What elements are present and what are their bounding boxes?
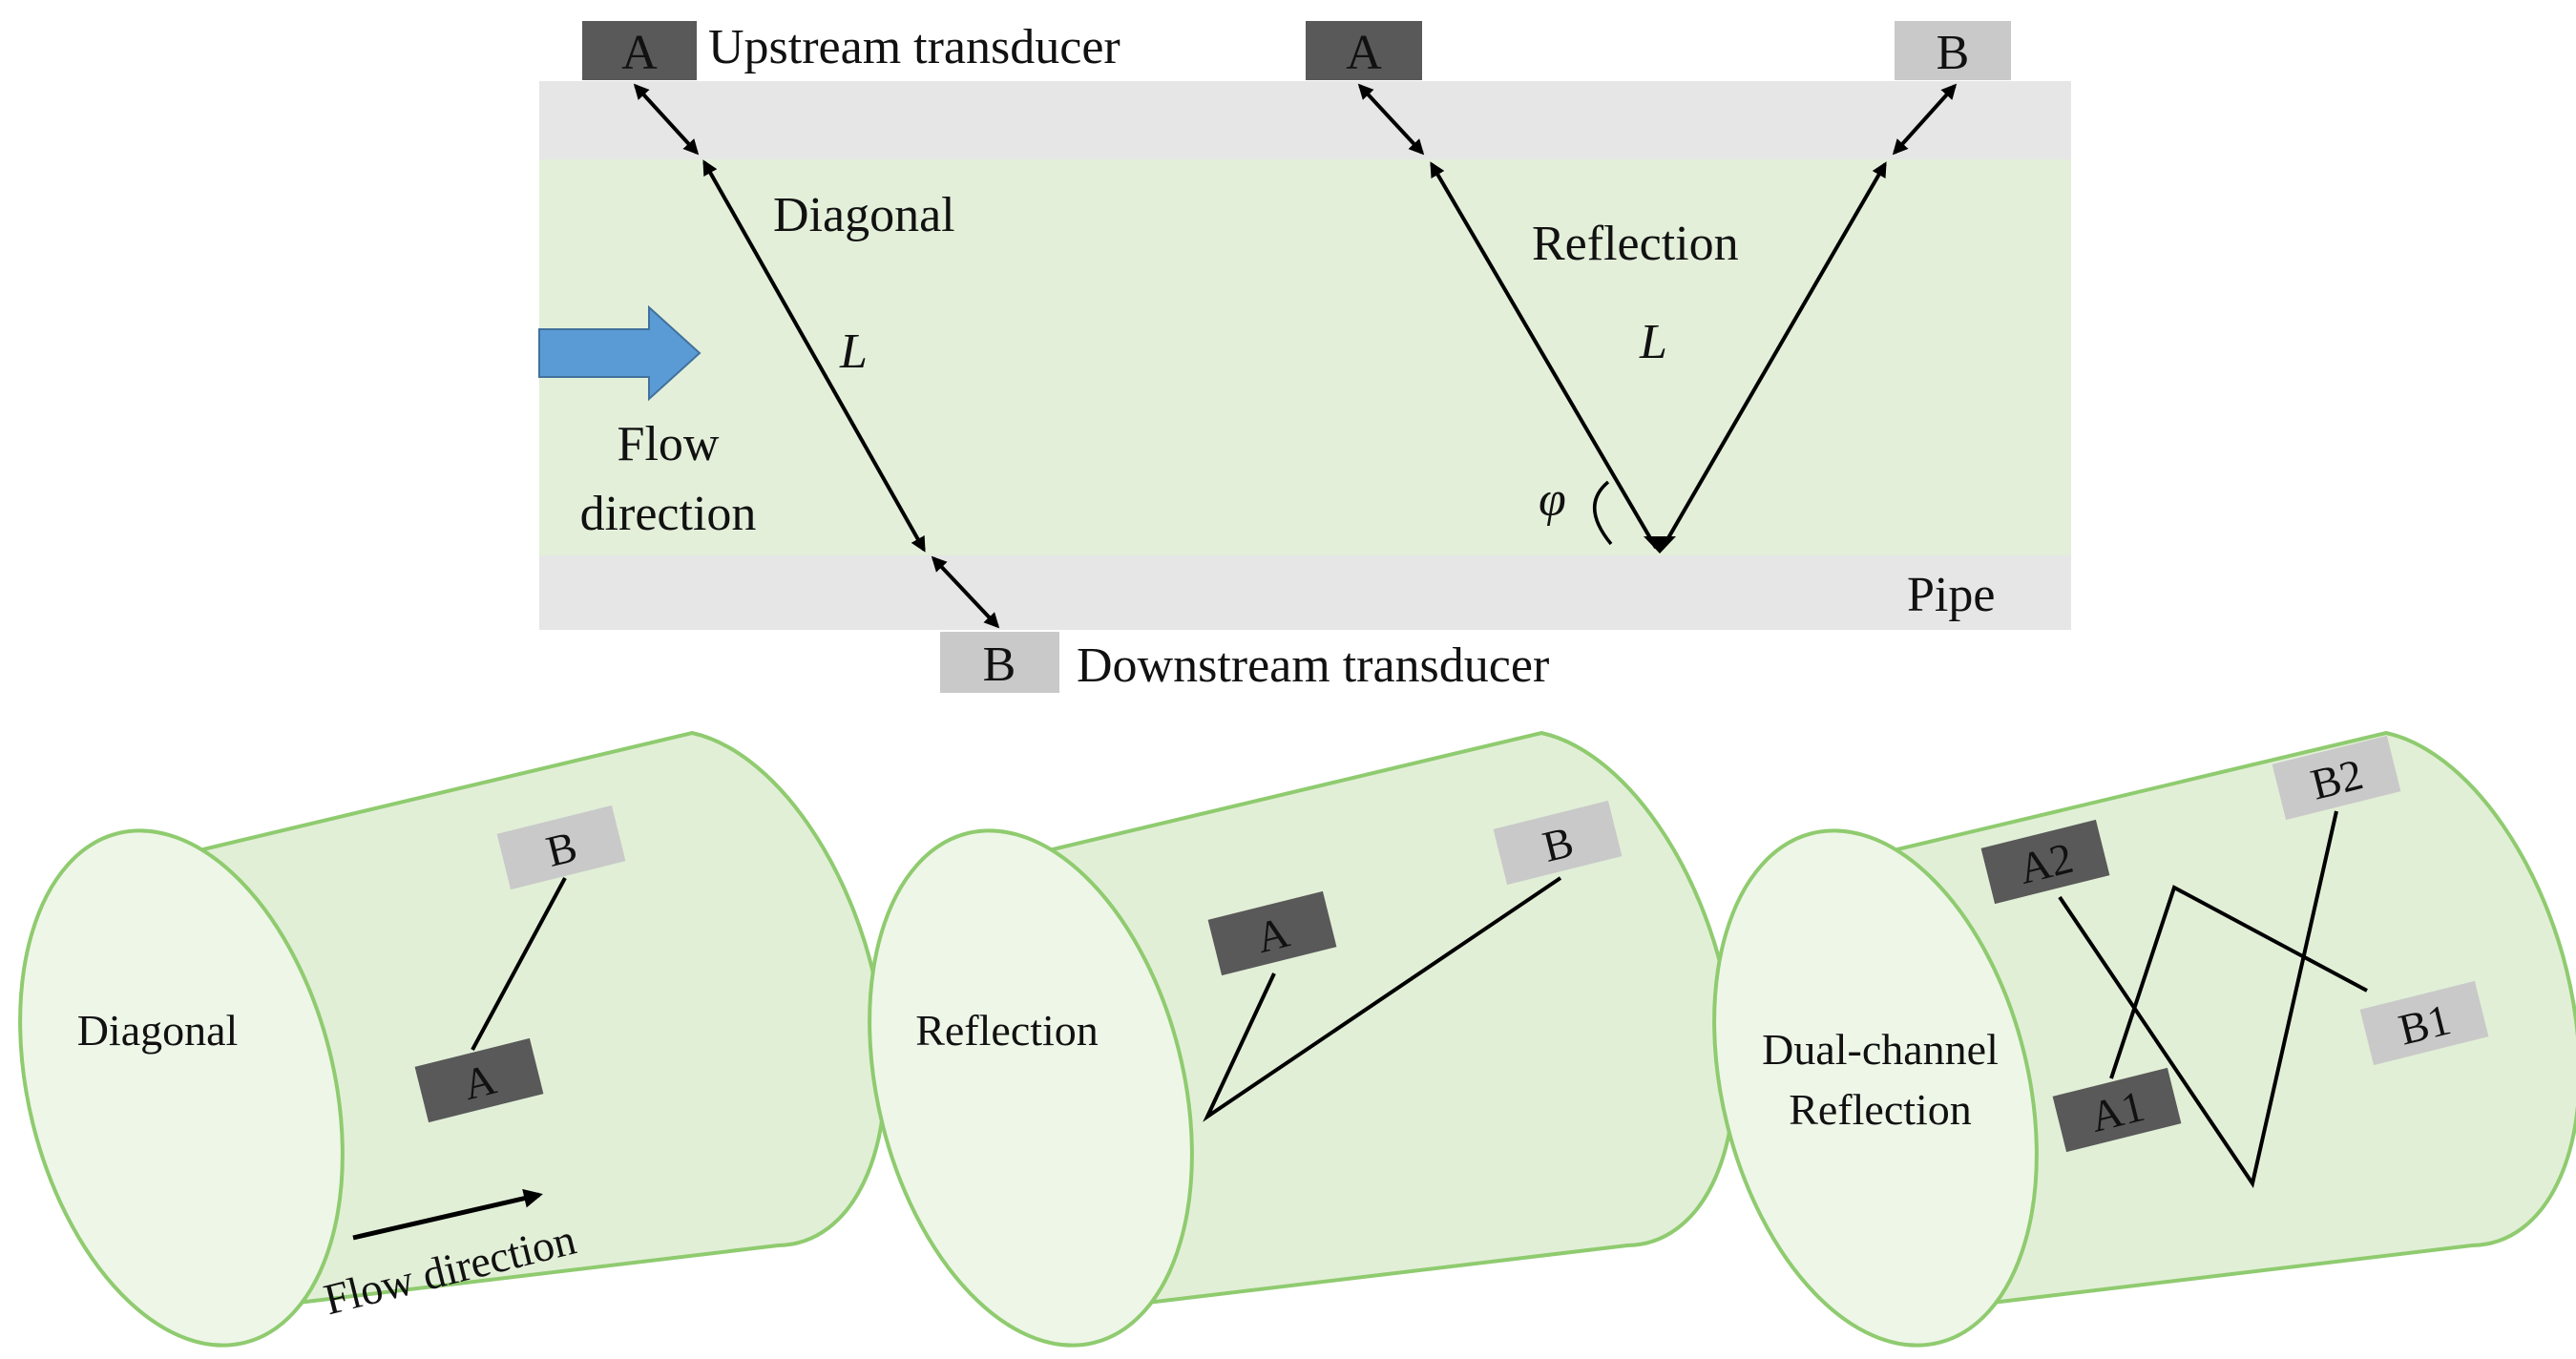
angle-arc bbox=[1593, 480, 1613, 546]
transducer-label: B bbox=[1937, 26, 1970, 80]
flow-label-line2: direction bbox=[580, 487, 757, 541]
flow-arrow bbox=[538, 304, 702, 402]
cylinder-label: Reflection bbox=[915, 1006, 1099, 1055]
transducer-b: B bbox=[1493, 800, 1623, 886]
transducer-b2: B2 bbox=[2272, 735, 2401, 821]
cylinder-dual-channel: Dual-channel Reflection A2 B2 B1 A1 bbox=[1712, 730, 2576, 1348]
svg-text:B2: B2 bbox=[2306, 749, 2367, 808]
diagonal-path bbox=[633, 83, 1000, 629]
transducer-a: A bbox=[414, 1037, 544, 1123]
transducer-reflection-b: B bbox=[1895, 21, 2011, 80]
transducer-b1: B1 bbox=[2359, 980, 2489, 1066]
reflection-fluid-segment-a bbox=[1430, 161, 1658, 550]
path-length-symbol: L bbox=[1639, 315, 1667, 369]
diagonal-label: Diagonal bbox=[773, 188, 955, 242]
transducer-a: A bbox=[1207, 890, 1337, 976]
path-length-symbol: L bbox=[839, 324, 868, 379]
fluid-region bbox=[539, 159, 2071, 555]
cylinder-face bbox=[1712, 828, 2039, 1348]
cylinder-reflection: Reflection A B bbox=[868, 730, 1737, 1348]
flow-direction-arrow bbox=[352, 1188, 543, 1241]
reflection-fluid-segment-b bbox=[1661, 161, 1887, 550]
transducer-upstream-a: A bbox=[582, 21, 697, 80]
transducer-b: B bbox=[496, 805, 626, 890]
pipe-wall-bottom bbox=[539, 555, 2071, 630]
reflection-point bbox=[1644, 536, 1676, 554]
reflection-wall-segment-b bbox=[1892, 83, 1958, 156]
diagonal-fluid-segment bbox=[702, 159, 926, 553]
svg-text:B1: B1 bbox=[2394, 994, 2455, 1054]
cylinder-label: Diagonal bbox=[77, 1006, 239, 1055]
cylinder-face bbox=[18, 828, 345, 1348]
diagonal-wall-segment-top bbox=[633, 83, 700, 156]
cylinder-diagonal: Diagonal B A Flow direction bbox=[18, 730, 888, 1348]
sound-path-channel-2 bbox=[2058, 810, 2338, 1188]
upstream-transducer-label: Upstream transducer bbox=[708, 20, 1120, 74]
transducer-label: A bbox=[621, 26, 658, 80]
flow-label-line1: Flow bbox=[618, 417, 720, 471]
diagonal-wall-segment-bottom bbox=[931, 555, 1000, 629]
sound-path bbox=[1203, 876, 1562, 1122]
angle-symbol: φ bbox=[1539, 472, 1566, 527]
transducer-label: A bbox=[1346, 26, 1382, 80]
downstream-transducer-label: Downstream transducer bbox=[1077, 638, 1549, 693]
sound-path bbox=[471, 877, 567, 1051]
transducer-reflection-a: A bbox=[1306, 21, 1422, 80]
transducer-a1: A1 bbox=[2052, 1067, 2182, 1153]
cylinder-face bbox=[868, 828, 1194, 1348]
pipe-label: Pipe bbox=[1907, 568, 1995, 622]
transducer-downstream-b: B bbox=[940, 632, 1059, 693]
reflection-label: Reflection bbox=[1532, 217, 1739, 271]
cylinder-label-line1: Dual-channel bbox=[1762, 1025, 1999, 1074]
reflection-wall-segment-a bbox=[1357, 83, 1425, 156]
transducer-label: B bbox=[983, 638, 1016, 692]
cylinder-label-line2: Reflection bbox=[1789, 1085, 1972, 1134]
reflection-path bbox=[1357, 83, 1958, 550]
transducer-a2: A2 bbox=[1980, 819, 2110, 905]
pipe-section bbox=[539, 81, 2071, 630]
pipe-wall-top bbox=[539, 81, 2071, 159]
